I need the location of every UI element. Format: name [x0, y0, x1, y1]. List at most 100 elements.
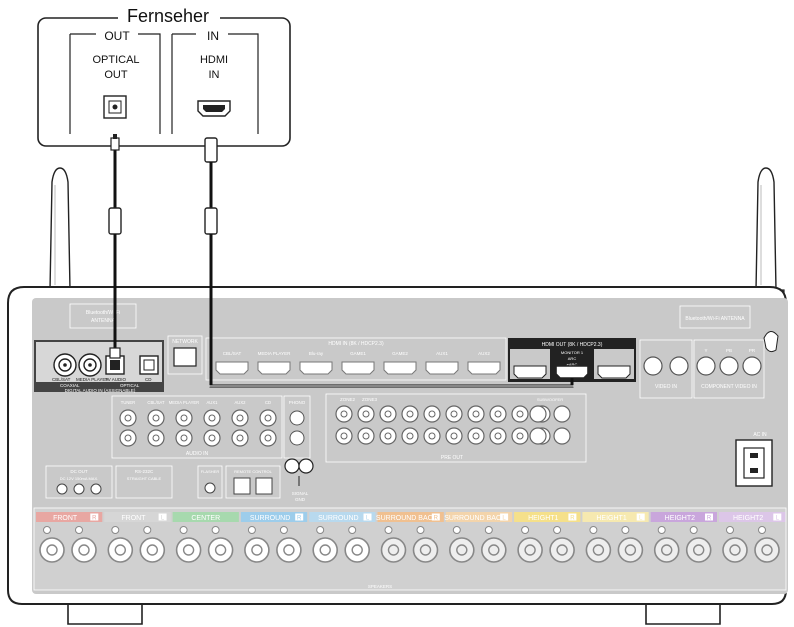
tv-optical-label-1: OPTICAL — [92, 54, 139, 66]
subwoofer-jack — [530, 428, 546, 444]
speaker-terminal-center — [525, 545, 535, 555]
digital-audio-in-label: DIGITAL AUDIO IN (ASSIGNABLE) — [65, 388, 136, 393]
speaker-terminal-center — [625, 545, 635, 555]
antenna-right-label: Bluetooth/Wi-Fi ANTENNA — [685, 316, 745, 322]
optical-port-tv-audio — [106, 356, 124, 374]
audio-in-port-label: AUX2 — [235, 400, 247, 405]
speaker-group-label: HEIGHT1 — [528, 515, 558, 522]
speaker-terminal-center — [694, 545, 704, 555]
component-jack-pr — [743, 357, 761, 375]
speaker-terminal-center — [489, 545, 499, 555]
subwoofer-jack — [554, 428, 570, 444]
speaker-terminal-center — [457, 545, 467, 555]
speaker-terminal-center — [147, 545, 157, 555]
hdmi-in-port-label: AUX2 — [478, 351, 490, 356]
audio-in-port-label: MEDIA PLAYER — [169, 400, 199, 405]
audio-in-port-label: CD — [265, 400, 271, 405]
video-in-jack-2 — [670, 357, 688, 375]
audio-in-jack-center — [265, 435, 271, 441]
hdmi-out-port-2 — [514, 366, 546, 378]
hdmi-out-arc-label: ARC — [568, 356, 577, 361]
speaker-polarity-mark — [759, 527, 766, 534]
speaker-group-label: SURROUND BACK — [376, 515, 438, 522]
pre-out-jack-center — [473, 433, 479, 439]
audio-in-port-label: TUNER — [121, 400, 135, 405]
pre-out-jack-center — [495, 433, 501, 439]
speaker-polarity-mark — [280, 527, 287, 534]
speaker-terminal-center — [252, 545, 262, 555]
speaker-group-label: SURROUND BACK — [444, 515, 506, 522]
speaker-terminal-center — [557, 545, 567, 555]
zone2-label: ZONE2 — [340, 397, 356, 402]
component-label-y: Y — [704, 348, 707, 353]
component-jack-pb — [720, 357, 738, 375]
tv-in-group-label: IN — [207, 29, 219, 43]
tv-hdmi-in-port — [198, 101, 230, 116]
speaker-group-label: HEIGHT2 — [665, 515, 695, 522]
speaker-polarity-mark — [727, 527, 734, 534]
hdmi-in-port — [258, 362, 290, 374]
hdmi-out-label: HDMI OUT (8K / HDCP2.3) — [542, 342, 603, 348]
hdmi-in-port-label: CBL/SAT — [223, 351, 242, 356]
pre-out-jack-center — [517, 433, 523, 439]
speaker-polarity-mark — [590, 527, 597, 534]
speaker-polarity-mark — [212, 527, 219, 534]
speaker-group-label: HEIGHT2 — [733, 515, 763, 522]
pre-out-jack-center — [473, 411, 479, 417]
pre-out-label: PRE OUT — [441, 455, 463, 461]
optical-port-label-2: CD — [145, 377, 152, 382]
optical-plug-top — [111, 138, 119, 150]
component-video-label: COMPONENT VIDEO IN — [701, 384, 757, 390]
tv-optical-label-2: OUT — [104, 69, 128, 81]
speaker-badge: R — [434, 516, 439, 522]
pre-out-jack-center — [341, 433, 347, 439]
speaker-polarity-mark — [248, 527, 255, 534]
pre-out-jack-center — [385, 411, 391, 417]
hdmi-in-port — [300, 362, 332, 374]
tv-panel: Fernseher OUT OPTICAL OUT IN HDMI IN — [38, 4, 290, 146]
speaker-terminal-center — [352, 545, 362, 555]
speaker-group-label: SURROUND — [318, 515, 358, 522]
network-port — [174, 348, 196, 366]
speaker-badge: R — [707, 516, 712, 522]
receiver-foot-left — [68, 604, 142, 624]
audio-in-jack-center — [153, 415, 159, 421]
speaker-terminal-center — [216, 545, 226, 555]
speaker-terminal-center — [662, 545, 672, 555]
tv-frame — [38, 18, 290, 146]
audio-in-block — [112, 396, 282, 458]
hdmi-in-port — [216, 362, 248, 374]
speaker-group-label: CENTER — [191, 515, 220, 522]
hdmi-in-port-label: AUX1 — [436, 351, 448, 356]
speaker-terminal-center — [762, 545, 772, 555]
antenna-left-label-box — [70, 304, 136, 328]
speaker-group-label: FRONT — [53, 515, 78, 522]
audio-in-jack-center — [181, 435, 187, 441]
hdmi-in-port — [342, 362, 374, 374]
audio-in-jack-center — [265, 415, 271, 421]
remote-control-label: REMOTE CONTROL — [234, 469, 273, 474]
speaker-polarity-mark — [317, 527, 324, 534]
speaker-badge: R — [297, 516, 302, 522]
speaker-terminal-center — [47, 545, 57, 555]
coaxial-port-label-1: CBL/SAT — [52, 377, 71, 382]
phono-block — [284, 396, 310, 458]
flasher-jack — [205, 483, 215, 493]
phono-label: PHONO — [289, 400, 306, 405]
speaker-group-label: SURROUND — [250, 515, 290, 522]
audio-in-port-label: AUX1 — [207, 400, 219, 405]
tv-optical-out-port — [104, 96, 126, 118]
speaker-group-label: HEIGHT1 — [596, 515, 626, 522]
speaker-polarity-mark — [385, 527, 392, 534]
optical-port-label-1: TV AUDIO — [105, 377, 127, 382]
speaker-terminal-center — [115, 545, 125, 555]
speaker-terminal-center — [320, 545, 330, 555]
receiver: Bluetooth/Wi-Fi ANTENNA Bluetooth/Wi-Fi … — [8, 287, 788, 624]
hdmi-in-port-label: GAME2 — [392, 351, 408, 356]
speaker-polarity-mark — [622, 527, 629, 534]
hdmi-in-port-label: Blu-ray — [309, 351, 324, 356]
pre-out-jack-center — [429, 433, 435, 439]
flasher-in-label: FLASHER — [201, 469, 220, 474]
hdmi-plug-top — [205, 138, 217, 162]
speaker-polarity-mark — [522, 527, 529, 534]
